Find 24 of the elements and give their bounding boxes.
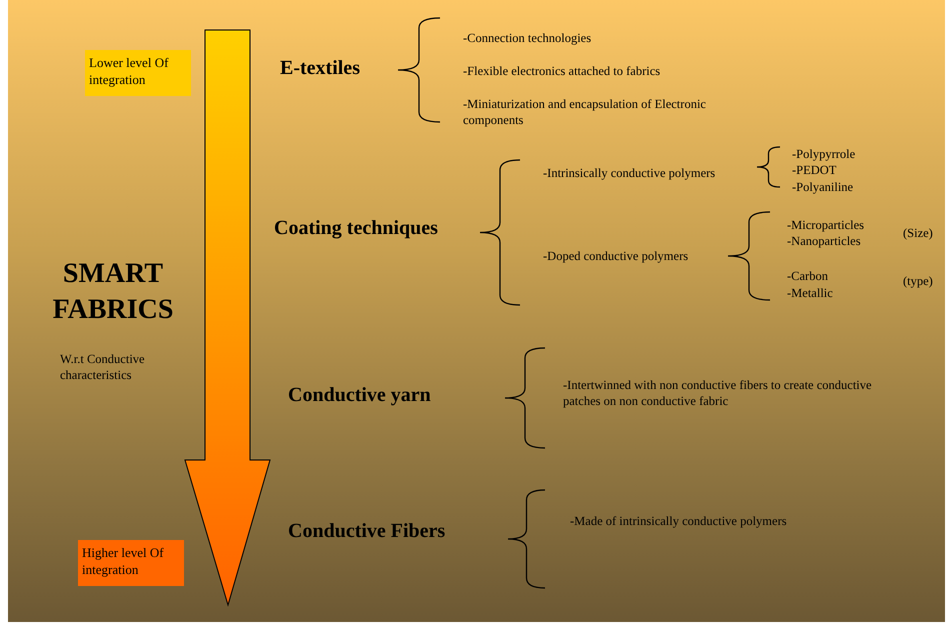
item-text: -Nanoparticles xyxy=(787,233,861,249)
item-text: W.r.t Conductive characteristics xyxy=(60,351,146,383)
item-text: (type) xyxy=(903,273,933,289)
item-text: -Doped conductive polymers xyxy=(543,248,688,264)
item-text: -Intrinsically conductive polymers xyxy=(543,165,716,181)
item-text: -Metallic xyxy=(787,285,833,301)
level-box: Higher level Of integration xyxy=(78,540,184,586)
item-text: -Polyaniline xyxy=(792,179,854,195)
category-heading: Conductive yarn xyxy=(288,383,431,407)
item-text: -Made of intrinsically conductive polymers xyxy=(570,513,787,529)
item-text: -Carbon xyxy=(787,268,828,284)
item-text: -Intertwinned with non conductive fibers to create conductive patches on non conductive fabric xyxy=(563,377,873,409)
item-text: -Connection technologies xyxy=(463,30,592,46)
level-box: Lower level Of integration xyxy=(85,50,191,96)
title: SMART FABRICS xyxy=(52,257,174,327)
item-text: -PEDOT xyxy=(792,162,836,178)
item-text: -Flexible electronics attached to fabrics xyxy=(463,63,660,79)
category-heading: E-textiles xyxy=(280,56,360,80)
item-text: -Polypyrrole xyxy=(792,146,856,162)
category-heading: Conductive Fibers xyxy=(288,519,446,543)
category-heading: Coating techniques xyxy=(274,216,438,240)
item-text: -Miniaturization and encapsulation of Electronic components xyxy=(463,96,707,128)
item-text: -Microparticles xyxy=(787,217,864,233)
item-text: (Size) xyxy=(903,225,933,241)
